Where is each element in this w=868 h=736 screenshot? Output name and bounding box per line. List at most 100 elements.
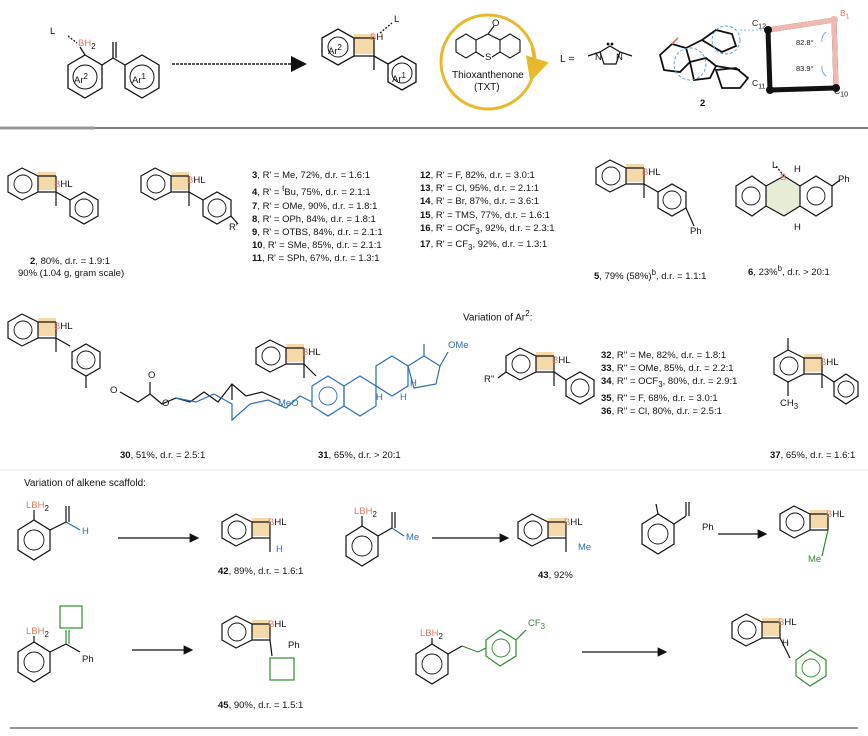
c12-sub: 12 [758, 22, 767, 31]
ar2-text: Ar [74, 75, 84, 87]
list-item-12: 12, R' = F, 82%, d.r. = 3.0:1 [420, 170, 535, 181]
caption-31-num: 31 [318, 450, 329, 461]
caption-5-num: 5 [594, 271, 600, 283]
variation-ar2-tail: : [529, 312, 533, 324]
bhl-37: BHL [820, 357, 839, 368]
caption-30-num: 30 [120, 450, 131, 461]
bhl-42: BHL [268, 517, 287, 528]
geranyl-chain [175, 393, 313, 422]
lbh2-46: LBH2 [420, 628, 443, 642]
ar2-label: Ar2 [74, 71, 88, 86]
bhl-46: BHL [778, 617, 797, 628]
caption-5-tail: , d.r. = 1.1:1 [655, 271, 707, 283]
lbh2-42: LBH2 [26, 500, 49, 514]
list-item-7: 7, R' = OMe, 90%, d.r. = 1.8:1 [252, 200, 378, 212]
bcb-45 [221, 615, 273, 657]
list-item-10: 10, R' = SMe, 85%, d.r. = 2.1:1 [252, 240, 382, 252]
ar1-label: Ar1 [132, 71, 146, 86]
product-ar1-text: Ar [392, 74, 402, 86]
list-item-8: 8, R' = OPh, 84%, d.r. = 1.8:1 [252, 213, 376, 225]
lbh2-42-text: LBH [26, 500, 45, 511]
list-item-4: 4, R' = tBu, 75%, d.r. = 2.1:1 [252, 184, 371, 199]
angle1: 82.8° [796, 38, 814, 47]
c11-label: C11 [752, 78, 766, 91]
h2-label-6: H [794, 222, 801, 233]
o-label-ester: O [162, 398, 170, 409]
cyclobutyl-45 [269, 657, 295, 681]
caption-37-text: , 65%, d.r. = 1.6:1 [780, 450, 856, 461]
bhl-2: BHL [54, 179, 73, 190]
c11-text: C [752, 78, 759, 88]
h-label-42p: H [276, 544, 283, 555]
caption-31-text: , 65%, d.r. > 20:1 [328, 450, 401, 461]
reactant-44 [641, 502, 690, 555]
bcb-43 [517, 513, 567, 552]
c12-text: C [752, 18, 759, 28]
l-label-6: L [772, 160, 778, 171]
c12-label: C12 [752, 18, 766, 31]
ph-label-45p: Ph [288, 640, 300, 651]
product-structure [321, 22, 417, 91]
bcb-37 [773, 338, 859, 405]
lbh2-42-sub: 2 [44, 503, 49, 513]
o-label-ether: O [110, 385, 118, 396]
me-label-43r: Me [406, 532, 420, 543]
catalyst-abbr: (TXT) [474, 82, 500, 93]
reactant-structure [67, 35, 160, 99]
c11-sub: 11 [758, 82, 766, 91]
ligand-equals: L = [560, 53, 575, 65]
benzyl-46 [795, 649, 827, 687]
caption-6-tail: , d.r. > 20:1 [782, 267, 830, 279]
ph-label-5: Ph [690, 226, 702, 237]
b1-text: B [840, 8, 846, 18]
bcb-30 [7, 313, 281, 405]
lbh2-45-text: LBH [26, 626, 45, 637]
caption-43-num: 43 [538, 570, 549, 581]
ar2-sup: 2 [83, 72, 88, 81]
ph-label-44r: Ph [702, 522, 714, 533]
variation-ar2-sup: 2 [525, 308, 530, 318]
carbene-ligand [587, 42, 633, 65]
bh2-text: BH [78, 38, 92, 49]
bcb-2 [7, 167, 99, 225]
reactant-42 [17, 506, 70, 561]
rprime-label: R' [229, 222, 238, 233]
ch3-label: CH3 [780, 398, 798, 412]
variation-ar2-text: Variation of Ar [463, 312, 526, 324]
bcb-6 [735, 165, 841, 217]
product-ar2-text: Ar [328, 46, 338, 58]
product-ar1-sup: 1 [401, 71, 406, 80]
ch3-sub: 3 [793, 401, 799, 411]
bhl-43: BHL [564, 517, 583, 528]
list-item-14: 14, R' = Br, 87%, d.r. = 3.6:1 [420, 196, 540, 208]
variation-alkene-heading: Variation of alkene scaffold: [24, 478, 146, 489]
b1-sub: 1 [845, 12, 850, 21]
xray-structure [658, 25, 750, 89]
bhl-32: BHL [552, 355, 571, 366]
list-item-36: 36, R'' = Cl, 80%, d.r. = 2.5:1 [601, 405, 722, 417]
ome-label: OMe [448, 340, 469, 351]
ch3-text: CH [780, 398, 794, 409]
ar1-sup: 1 [141, 72, 146, 81]
caption-45: 45, 90%, d.r. = 1.5:1 [218, 700, 303, 712]
ligand-L: L [50, 26, 56, 37]
styryl-46 [461, 629, 527, 667]
list-item-32: 32, R'' = Me, 82%, d.r. = 1.8:1 [601, 350, 727, 361]
bcb-32-36 [497, 347, 595, 405]
bcb-42 [221, 513, 271, 552]
bhl-general: BHL [187, 175, 206, 186]
meo-label: MeO [278, 398, 299, 409]
lbh2-45-sub: 2 [44, 629, 49, 639]
ar1-text: Ar [132, 75, 142, 87]
cf3-label: CF3 [528, 618, 545, 632]
lbh2-43-text: LBH [354, 506, 373, 517]
list-item-33: 33, R'' = OMe, 85%, d.r. = 2.2:1 [601, 363, 734, 375]
list-item-9: 9, R' = OTBS, 84%, d.r. = 2.1:1 [252, 226, 383, 238]
bhl-5: BHL [642, 167, 661, 178]
o-label-carbonyl: O [148, 370, 156, 381]
me-label-43p: Me [578, 542, 592, 553]
cf3-sub: 3 [540, 621, 546, 631]
b-label-6: B [780, 172, 787, 183]
four-membered-ring [740, 16, 840, 94]
